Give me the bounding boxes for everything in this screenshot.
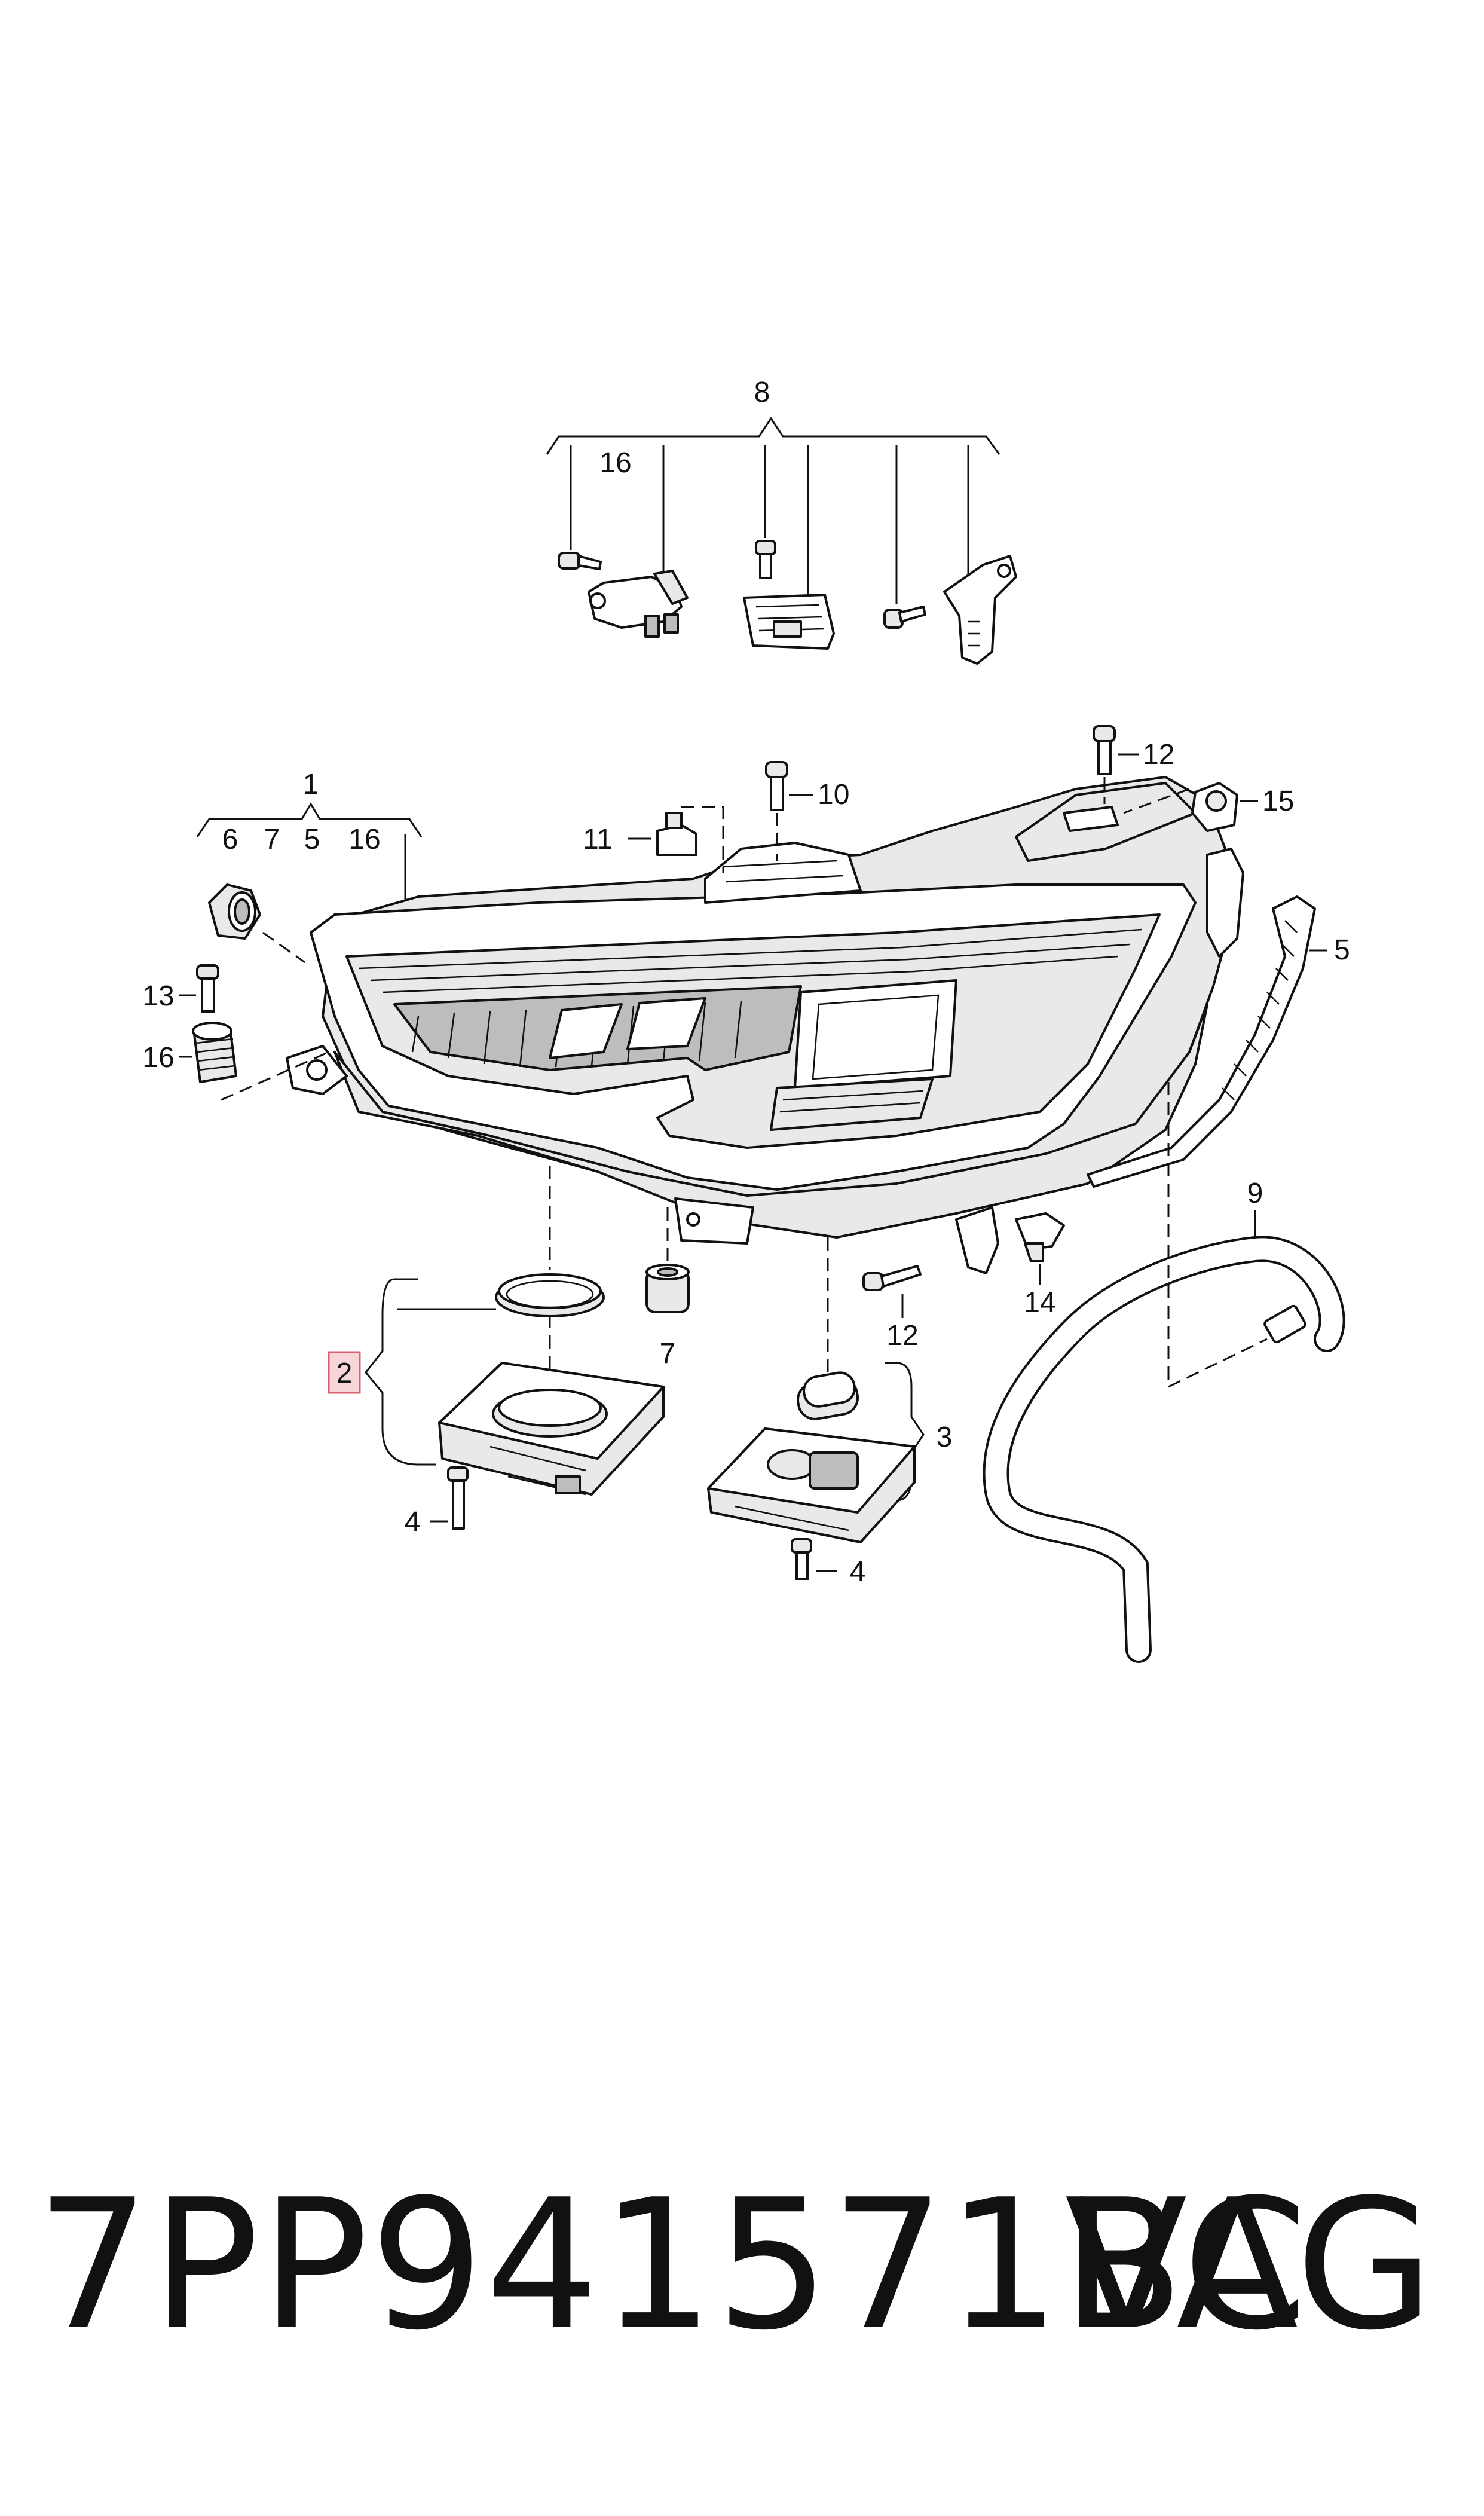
callout-15[interactable]: 15 — [1262, 785, 1294, 817]
callout-5[interactable]: 5 — [1334, 934, 1350, 966]
callout-1-sub-7[interactable]: 7 — [264, 824, 280, 855]
bracket-plate-middle — [743, 594, 835, 650]
group-1-labels: 1 6 7 5 16 — [196, 769, 423, 921]
part-3-ballast: 3 4 — [707, 1237, 953, 1588]
callout-1[interactable]: 1 — [303, 769, 319, 800]
callout-3[interactable]: 3 — [937, 1421, 953, 1453]
part-5-side-strip: 5 — [1087, 895, 1350, 1188]
callout-14[interactable]: 14 — [1024, 1287, 1055, 1319]
callout-16[interactable]: 16 — [142, 1042, 174, 1074]
group-8-brackets: 8 16 — [546, 377, 1017, 665]
callout-12-top[interactable]: 12 — [1143, 739, 1174, 771]
callout-11[interactable]: 11 — [583, 824, 613, 855]
callout-4-left[interactable]: 4 — [405, 1506, 421, 1538]
part-number-text: 7PP941571BC — [36, 2161, 1309, 2370]
part-9-hose: 9 — [983, 1082, 1345, 1663]
headlight-housing — [286, 776, 1244, 1274]
callout-1-sub-16[interactable]: 16 — [348, 824, 380, 855]
bracket-arm-right — [943, 555, 1017, 665]
part-12-bottom-screw: 12 — [862, 1265, 922, 1352]
callout-1-sub-5[interactable]: 5 — [304, 824, 320, 855]
part-16-sleeve: 16 — [142, 1022, 329, 1101]
callout-4-right[interactable]: 4 — [850, 1556, 866, 1588]
callout-9[interactable]: 9 — [1247, 1178, 1263, 1209]
part-6-grommet — [208, 883, 305, 964]
part-15-clip: 15 — [1123, 782, 1294, 832]
callout-2-highlight[interactable] — [328, 1351, 361, 1394]
part-11-clip: 11 — [583, 806, 724, 873]
callout-8-16[interactable]: 16 — [599, 447, 631, 479]
brand-text: VAG — [1064, 2161, 1434, 2370]
part-14-clip: 14 — [1015, 1212, 1065, 1319]
bracket-screw-right — [883, 606, 926, 629]
callout-13[interactable]: 13 — [142, 980, 174, 1012]
bracket-screw-left — [558, 552, 602, 570]
part-2-ballast-assembly: 2 4 — [328, 1166, 665, 1538]
part-7-bushing: 7 — [645, 1207, 690, 1369]
callout-10[interactable]: 10 — [818, 779, 849, 811]
callout-7[interactable]: 7 — [660, 1338, 676, 1369]
caption-bar: 7PP941571BC VAG — [36, 2176, 1458, 2391]
bracket-screw-middle — [755, 540, 776, 579]
callout-8[interactable]: 8 — [754, 377, 770, 408]
part-13-screw: 13 — [142, 964, 219, 1013]
callout-12-bottom[interactable]: 12 — [886, 1320, 918, 1352]
callout-1-sub-6[interactable]: 6 — [222, 824, 238, 855]
part-12-top-screw: 12 — [1093, 725, 1174, 804]
callout-2[interactable]: 2 — [336, 1358, 353, 1389]
bracket-clip-16 — [588, 570, 689, 638]
part-10-screw: 10 — [765, 761, 849, 861]
